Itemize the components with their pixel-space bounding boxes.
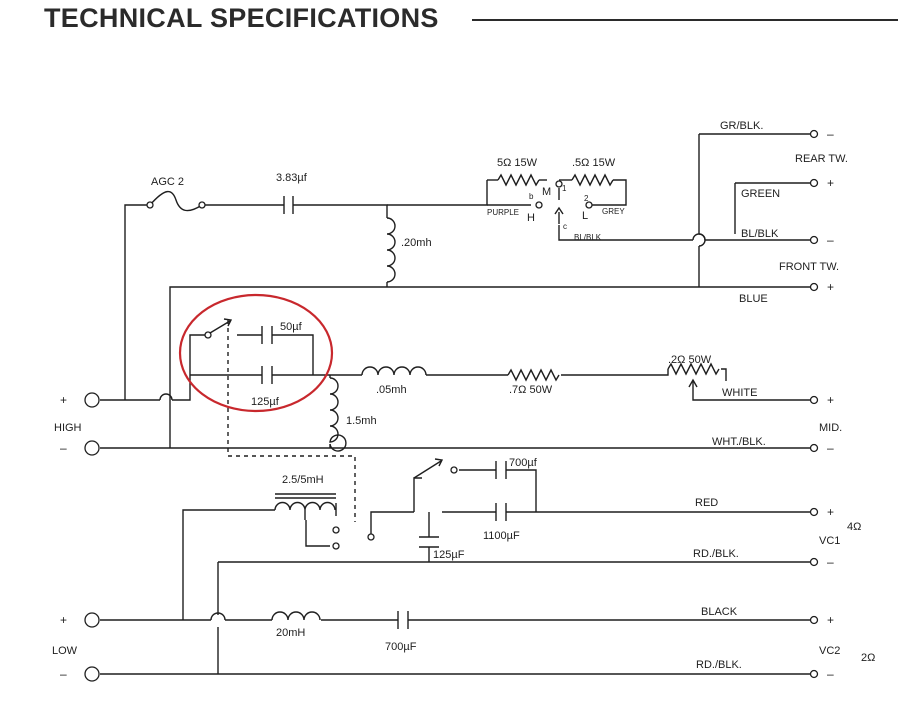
resistor-0-7ohm — [507, 368, 560, 382]
low-plus-terminal — [84, 612, 100, 628]
polarity-high-minus: – — [60, 441, 67, 455]
input-terminals — [84, 392, 100, 682]
polarity-out-9: + — [827, 613, 834, 627]
label-sw-1: 1 — [562, 184, 567, 193]
fuse-terminal-left — [146, 201, 154, 209]
polarity-out-3: – — [827, 233, 834, 247]
polarity-out-6: – — [827, 441, 834, 455]
label-low: LOW — [52, 645, 78, 657]
label-rear-tw: REAR TW. — [795, 153, 848, 165]
label-sw-l: L — [582, 210, 588, 222]
label-red: RED — [695, 497, 718, 509]
label-l-15mh: 1.5mh — [346, 415, 377, 427]
label-l-05mh: .05mh — [376, 384, 407, 396]
fuse-agc2 — [149, 190, 203, 212]
resistor-0-2ohm — [667, 362, 720, 376]
label-rd-blk-2: RD./BLK. — [696, 659, 742, 671]
capacitor-125uf-low — [419, 536, 439, 548]
label-wht-blk: WHT./BLK. — [712, 436, 766, 448]
polarity-low-plus: + — [60, 613, 67, 627]
label-agc: AGC 2 — [151, 176, 184, 188]
vc1-switch-terminal — [367, 533, 375, 541]
polarity-out-7: + — [827, 505, 834, 519]
label-green: GREEN — [741, 188, 780, 200]
inductor-05mh — [361, 366, 427, 376]
label-purple: PURPLE — [487, 208, 519, 217]
mid-switch — [204, 318, 233, 339]
high-minus-terminal — [84, 440, 100, 456]
polarity-out-10: – — [827, 667, 834, 681]
polarity-low-minus: – — [60, 667, 67, 681]
label-bl-blk-small: BL/BLK — [574, 233, 602, 242]
vc1-switch — [413, 458, 458, 479]
label-l-25-5: 2.5/5mH — [282, 474, 324, 486]
label-l-20mH: 20mH — [276, 627, 305, 639]
label-r-02: .2Ω 50W — [668, 354, 712, 366]
polarity-high-plus: + — [60, 393, 67, 407]
high-plus-terminal — [84, 392, 100, 408]
label-c-700-low: 700µF — [385, 641, 417, 653]
label-sw-c: c — [563, 222, 567, 231]
label-c-383: 3.83µf — [276, 172, 308, 184]
label-2ohm: 2Ω — [861, 652, 875, 664]
label-black: BLACK — [701, 606, 738, 618]
label-bl-blk: BL/BLK — [741, 228, 779, 240]
label-blue: BLUE — [739, 293, 768, 305]
label-mid: MID. — [819, 422, 842, 434]
label-c-50: 50µf — [280, 321, 303, 333]
polarity-out-1: – — [827, 127, 834, 141]
polarity-out-2: + — [827, 176, 834, 190]
polarity-out-4: + — [827, 280, 834, 294]
label-front-tw: FRONT TW. — [779, 261, 839, 273]
label-c-125-low: 125µF — [433, 549, 465, 561]
label-4ohm: 4Ω — [847, 521, 861, 533]
level-switch-hml — [535, 180, 593, 224]
capacitor-125uf-mid — [261, 366, 273, 384]
label-sw-m: M — [542, 186, 551, 198]
polarity-out-5: + — [827, 393, 834, 407]
page-title: TECHNICAL SPECIFICATIONS — [44, 3, 439, 33]
inductor-2-5-5mh — [274, 493, 340, 550]
capacitor-50uf — [261, 326, 273, 344]
label-c-125-top: 125µf — [251, 396, 280, 408]
capacitor-3-83uf — [283, 196, 294, 214]
low-minus-terminal — [84, 666, 100, 682]
inductor-20mh-low — [271, 611, 321, 621]
title-rule — [472, 19, 898, 21]
label-rd-blk-1: RD./BLK. — [693, 548, 739, 560]
highlight-circle — [178, 293, 334, 413]
label-vc1: VC1 — [819, 535, 840, 547]
label-sw-2: 2 — [584, 194, 589, 203]
label-c-700-top: 700µf — [509, 457, 538, 469]
polarity-out-8: – — [827, 555, 834, 569]
label-sw-b: b — [529, 192, 534, 201]
label-r-5ohm: 5Ω 15W — [497, 157, 538, 169]
wiring — [100, 133, 810, 675]
potentiometer-wiper — [688, 378, 698, 388]
label-c-1100: 1100µF — [483, 530, 520, 542]
inductor-1-5mh — [329, 377, 347, 452]
label-sw-h: H — [527, 212, 535, 224]
output-terminals — [809, 129, 819, 679]
wire-crossing-hops — [159, 233, 706, 621]
label-grey: GREY — [602, 207, 625, 216]
label-high: HIGH — [54, 422, 82, 434]
fuse-terminal-right — [198, 201, 206, 209]
label-r-07: .7Ω 50W — [509, 384, 553, 396]
capacitor-1100uf — [495, 503, 507, 521]
capacitor-700uf-top — [495, 461, 507, 479]
label-white: WHITE — [722, 387, 757, 399]
label-gr-blk: GR/BLK. — [720, 120, 763, 132]
capacitor-700uf-low — [397, 611, 409, 629]
resistor-0-5ohm — [571, 173, 614, 187]
label-vc2: VC2 — [819, 645, 840, 657]
resistor-5ohm — [497, 173, 540, 187]
label-l-20mh: .20mh — [401, 237, 432, 249]
label-r-05ohm: .5Ω 15W — [572, 157, 616, 169]
inductor-20mh — [386, 217, 396, 283]
